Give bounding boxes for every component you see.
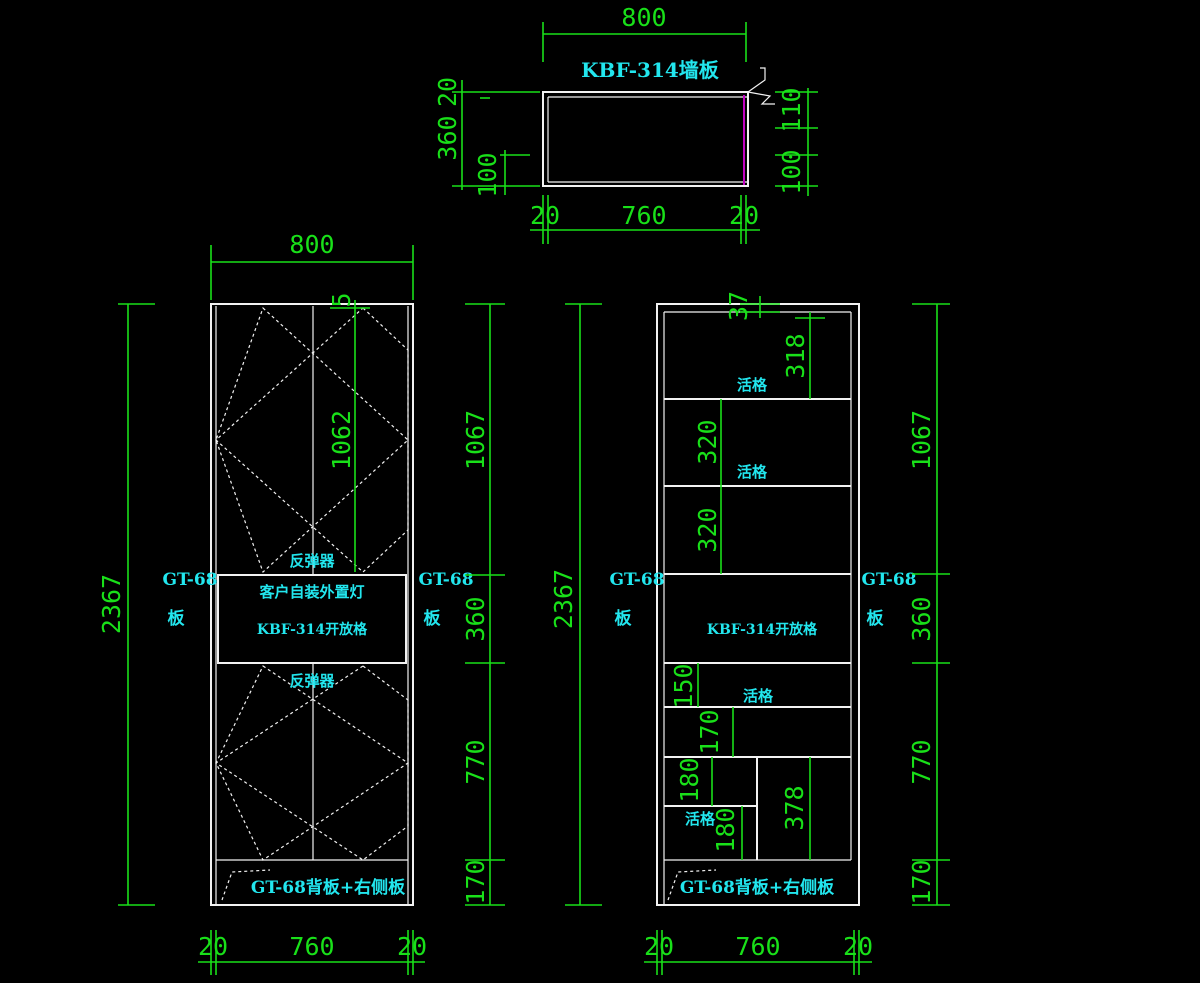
inner-open-cell-label: KBF-314开放格 — [707, 621, 818, 638]
front-open-cell — [217, 574, 407, 664]
plan-depth-label: 360 — [433, 115, 462, 160]
inner-shelf-b-label: 320 — [693, 419, 722, 464]
plan-cabinet-outline — [542, 91, 749, 187]
front-left-side-label: GT-68 — [162, 570, 217, 590]
plan-top-gap-label: 20 — [433, 77, 462, 107]
inner-dim-upper: 1067 — [907, 410, 936, 470]
front-dim-plinth: 170 — [461, 859, 490, 904]
front-plinth-label: GT-68背板+右侧板 — [251, 877, 406, 898]
inner-dim-open: 360 — [907, 596, 936, 641]
front-width-label: 800 — [289, 230, 334, 259]
inner-view: 2367 37 318 320 320 150 170 180 180 378 … — [549, 291, 950, 975]
front-reflector-bottom: 反弹器 — [289, 672, 335, 690]
plan-width-label: 800 — [621, 3, 666, 32]
plan-right-top-label: 110 — [777, 87, 806, 132]
front-bottom-right-label: 20 — [397, 932, 427, 961]
inner-label-d: 活格 — [685, 810, 716, 828]
inner-shelf-h-label: 378 — [780, 785, 809, 830]
inner-top-gap-label: 37 — [724, 291, 753, 321]
inner-label-a: 活格 — [737, 376, 768, 394]
inner-height-label: 2367 — [549, 569, 578, 629]
front-door-swing — [215, 665, 410, 861]
plan-left-bottom-label: 100 — [473, 152, 502, 197]
front-left-side-label-2: 板 — [168, 608, 186, 629]
front-dim-lower: 770 — [461, 739, 490, 784]
front-reflector-top: 反弹器 — [289, 552, 335, 570]
inner-shelf-g-label: 180 — [711, 807, 740, 852]
inner-bottom-left-label: 20 — [644, 932, 674, 961]
front-view: 800 2367 5 1062 反弹器 客户自装外置灯 KBF-314开放格 反… — [97, 230, 505, 975]
front-door-swing — [214, 665, 409, 861]
plan-break-mark — [747, 91, 775, 105]
front-right-side-label-2: 板 — [424, 608, 442, 629]
front-door-swing — [215, 306, 409, 574]
front-plinth-curve — [221, 869, 271, 901]
plan-view: 800 KBF-314墙板 360 20 100 110 100 20 760 … — [433, 3, 818, 244]
front-cabinet-outline — [210, 303, 414, 906]
inner-shelf-f-label: 180 — [675, 757, 704, 802]
inner-dim-lower: 770 — [907, 739, 936, 784]
front-dim-upper: 1067 — [461, 410, 490, 470]
inner-left-side-label-2: 板 — [615, 608, 633, 629]
plan-break-mark — [747, 67, 766, 93]
front-height-label: 2367 — [97, 574, 126, 634]
front-dim-open: 360 — [461, 596, 490, 641]
inner-label-c: 活格 — [743, 687, 774, 705]
front-right-side-label: GT-68 — [418, 570, 473, 590]
inner-bottom-mid-label: 760 — [735, 932, 780, 961]
inner-shelf-a-label: 318 — [781, 333, 810, 378]
front-door-swing — [215, 307, 409, 573]
inner-shelf-d-label: 150 — [669, 663, 698, 708]
inner-bottom-right-label: 20 — [843, 932, 873, 961]
plan-bottom-left-label: 20 — [530, 201, 560, 230]
plan-bottom-mid-label: 760 — [621, 201, 666, 230]
plan-right-bottom-label: 100 — [777, 149, 806, 194]
inner-shelf-e-label: 170 — [695, 709, 724, 754]
inner-label-b: 活格 — [737, 463, 768, 481]
front-bottom-left-label: 20 — [198, 932, 228, 961]
inner-left-side-label: GT-68 — [609, 570, 664, 590]
inner-plinth-curve — [667, 869, 717, 901]
front-light-label: 客户自装外置灯 — [258, 583, 364, 601]
front-top-gap-label: 5 — [327, 292, 356, 307]
inner-plinth-label: GT-68背板+右侧板 — [680, 877, 835, 898]
front-open-cell-label: KBF-314开放格 — [257, 621, 368, 638]
inner-dim-plinth: 170 — [907, 859, 936, 904]
front-bottom-mid-label: 760 — [289, 932, 334, 961]
inner-shelf-c-label: 320 — [693, 507, 722, 552]
inner-right-side-label: GT-68 — [861, 570, 916, 590]
plan-bottom-right-label: 20 — [729, 201, 759, 230]
front-door-height-label: 1062 — [327, 410, 356, 470]
inner-right-side-label-2: 板 — [867, 608, 885, 629]
plan-title: KBF-314墙板 — [581, 58, 720, 82]
